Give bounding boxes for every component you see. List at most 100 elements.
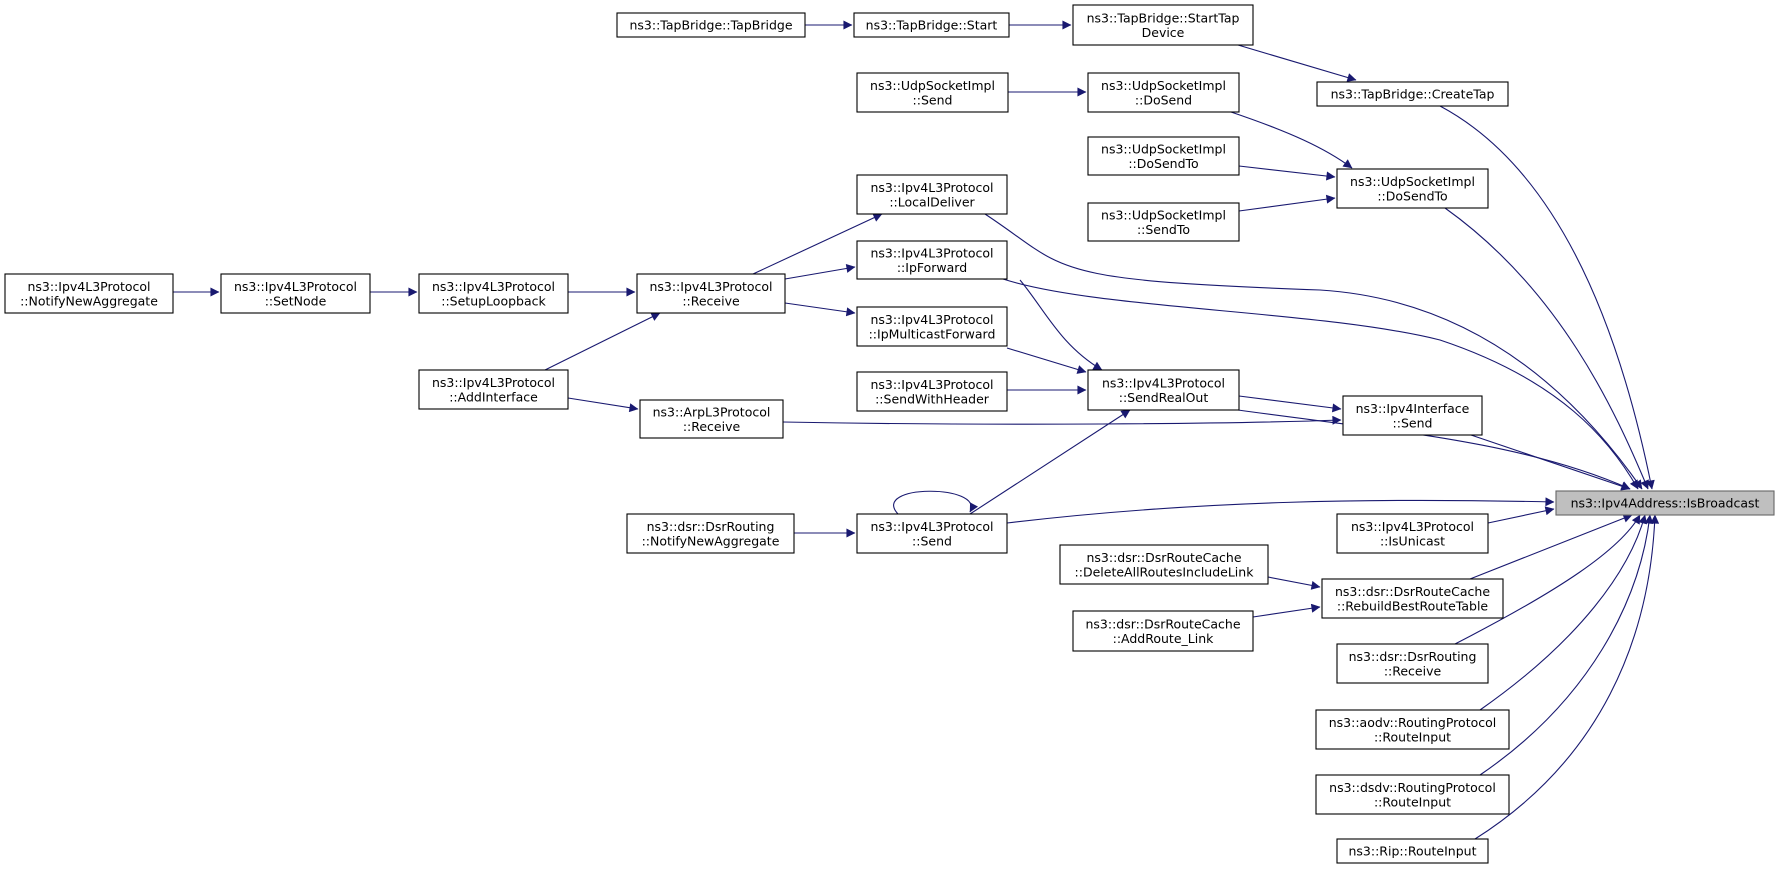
node-label: ns3::Ipv4L3Protocol (1351, 519, 1474, 534)
node-label: ns3::UdpSocketImpl (1350, 174, 1475, 189)
node-label: ns3::TapBridge::CreateTap (1331, 87, 1495, 102)
edges-layer (173, 20, 1660, 840)
edge-ifsend-to-isbroadcast (1470, 434, 1631, 491)
node-box (1336, 643, 1489, 684)
edge-ipforward-to-isbroadcast (1002, 278, 1639, 490)
edge-localdeliver-to-isbroadcast (984, 213, 1643, 490)
edge-udpdosendto-to-isbroadcast (1444, 207, 1649, 490)
node-label: ns3::Ipv4L3Protocol (870, 377, 993, 392)
node-box (1336, 513, 1489, 554)
node-box (856, 174, 1008, 215)
node-label: ns3::UdpSocketImpl (870, 78, 995, 93)
node-box (853, 12, 1010, 38)
node-label: ns3::Ipv4L3Protocol (27, 279, 150, 294)
node-rip[interactable]: ns3::Rip::RouteInput (1336, 838, 1489, 864)
node-addinterface[interactable]: ns3::Ipv4L3Protocol::AddInterface (418, 369, 569, 410)
edge-addinterface-to-arpreceive (567, 397, 639, 413)
node-dsrreceive[interactable]: ns3::dsr::DsrRouting::Receive (1336, 643, 1489, 684)
edge-ipv4receive-to-ipforward (784, 264, 856, 280)
node-label: ::DoSend (1135, 92, 1192, 107)
edge-ipforward-to-sendrealout (1019, 279, 1103, 371)
node-ipmcforward[interactable]: ns3::Ipv4L3Protocol::IpMulticastForward (856, 306, 1008, 347)
node-box (856, 72, 1009, 113)
node-localdeliver[interactable]: ns3::Ipv4L3Protocol::LocalDeliver (856, 174, 1008, 215)
node-notifynewagg[interactable]: ns3::Ipv4L3Protocol::NotifyNewAggregate (4, 273, 174, 314)
node-label: ::IpMulticastForward (869, 326, 996, 341)
node-box (1072, 610, 1254, 652)
node-label: ::IsUnicast (1380, 533, 1445, 548)
node-addroute[interactable]: ns3::dsr::DsrRouteCache::AddRoute_Link (1072, 610, 1254, 652)
node-isbroadcast[interactable]: ns3::Ipv4Address::IsBroadcast (1555, 490, 1775, 516)
edge-dsrreceive-to-isbroadcast (1454, 514, 1641, 645)
node-label: ns3::ArpL3Protocol (653, 404, 771, 419)
node-ipv4receive[interactable]: ns3::Ipv4L3Protocol::Receive (636, 273, 786, 314)
node-dsrnotify[interactable]: ns3::dsr::DsrRouting::NotifyNewAggregate (626, 513, 795, 554)
node-box (856, 306, 1008, 347)
edge-deleteroutes-to-rebuild (1267, 576, 1321, 590)
node-arpreceive[interactable]: ns3::ArpL3Protocol::Receive (639, 399, 784, 439)
node-box (856, 371, 1008, 412)
node-dsdv[interactable]: ns3::dsdv::RoutingProtocol::RouteInput (1315, 774, 1510, 815)
node-label: ::RouteInput (1374, 729, 1451, 744)
node-box (626, 513, 795, 554)
node-label: ::DoSendTo (1128, 156, 1198, 171)
node-box (1555, 490, 1775, 516)
node-udpsend[interactable]: ns3::UdpSocketImpl::Send (856, 72, 1009, 113)
node-aodv[interactable]: ns3::aodv::RoutingProtocol::RouteInput (1315, 709, 1510, 750)
edge-rip-to-isbroadcast (1474, 514, 1660, 840)
node-box (1336, 168, 1489, 209)
node-label: ns3::UdpSocketImpl (1101, 141, 1226, 156)
node-setuploopback[interactable]: ns3::Ipv4L3Protocol::SetupLoopback (418, 273, 569, 314)
node-box (1315, 709, 1510, 750)
nodes-layer: ns3::Ipv4Address::IsBroadcast ns3::TapBri… (4, 4, 1775, 864)
node-label: ns3::Ipv4L3Protocol (234, 279, 357, 294)
node-ifsend[interactable]: ns3::Ipv4Interface::Send (1342, 395, 1483, 436)
node-udpsendto[interactable]: ns3::UdpSocketImpl::SendTo (1087, 202, 1240, 242)
node-setnode[interactable]: ns3::Ipv4L3Protocol::SetNode (220, 273, 371, 314)
node-box (1316, 81, 1509, 107)
node-tapbridge[interactable]: ns3::TapBridge::TapBridge (616, 12, 806, 38)
node-label: ns3::dsr::DsrRouteCache (1085, 616, 1240, 631)
node-label: ::Receive (1384, 663, 1442, 678)
edge-dsdv-to-isbroadcast (1479, 514, 1654, 776)
node-label: ns3::Rip::RouteInput (1349, 844, 1477, 859)
node-label: ::DoSendTo (1377, 188, 1447, 203)
node-box (1087, 369, 1240, 411)
node-rebuild[interactable]: ns3::dsr::DsrRouteCache::RebuildBestRout… (1321, 578, 1504, 619)
edge-ipv4receive-to-ipmcforward (784, 302, 856, 317)
node-box (1059, 544, 1269, 585)
node-isunicast[interactable]: ns3::Ipv4L3Protocol::IsUnicast (1336, 513, 1489, 554)
node-udpdosendto[interactable]: ns3::UdpSocketImpl::DoSendTo (1336, 168, 1489, 209)
edge-udpsendto-to-udpdosendto (1238, 194, 1336, 212)
node-tapstart[interactable]: ns3::TapBridge::Start (853, 12, 1010, 38)
node-label: ns3::Ipv4L3Protocol (870, 519, 993, 534)
node-label: ::SendRealOut (1119, 390, 1209, 405)
node-sendwithheader[interactable]: ns3::Ipv4L3Protocol::SendWithHeader (856, 371, 1008, 412)
node-label: ns3::UdpSocketImpl (1101, 207, 1226, 222)
node-udpdosend[interactable]: ns3::UdpSocketImpl::DoSend (1087, 72, 1240, 113)
node-ipv4send[interactable]: ns3::Ipv4L3Protocol::Send (856, 513, 1008, 554)
edge-isunicast-to-isbroadcast (1487, 506, 1555, 524)
node-label: ns3::Ipv4L3Protocol (432, 279, 555, 294)
edge-aodv-to-isbroadcast (1479, 514, 1648, 711)
node-box (1087, 72, 1240, 113)
node-label: ns3::dsr::DsrRouting (647, 519, 775, 534)
node-sendrealout[interactable]: ns3::Ipv4L3Protocol::SendRealOut (1087, 369, 1240, 411)
edge-ipv4send-to-isbroadcast (1006, 497, 1555, 524)
node-box (220, 273, 371, 314)
node-box (1072, 4, 1254, 46)
edge-createtap-to-isbroadcast (1439, 105, 1655, 490)
node-udpdosendto2[interactable]: ns3::UdpSocketImpl::DoSendTo (1087, 136, 1240, 176)
edge-udpdosend-to-udpdosendto (1230, 111, 1353, 169)
node-label: ns3::Ipv4Address::IsBroadcast (1571, 496, 1760, 511)
node-createtap[interactable]: ns3::TapBridge::CreateTap (1316, 81, 1509, 107)
edge-addroute-to-rebuild (1252, 603, 1321, 618)
node-ipforward[interactable]: ns3::Ipv4L3Protocol::IpForward (856, 240, 1008, 280)
edge-rebuild-to-isbroadcast (1469, 513, 1633, 580)
node-deleteroutes[interactable]: ns3::dsr::DsrRouteCache::DeleteAllRoutes… (1059, 544, 1269, 585)
node-box (856, 240, 1008, 280)
node-label: ns3::Ipv4L3Protocol (649, 279, 772, 294)
node-label: ns3::TapBridge::TapBridge (629, 18, 792, 33)
node-label: ns3::aodv::RoutingProtocol (1329, 715, 1497, 730)
